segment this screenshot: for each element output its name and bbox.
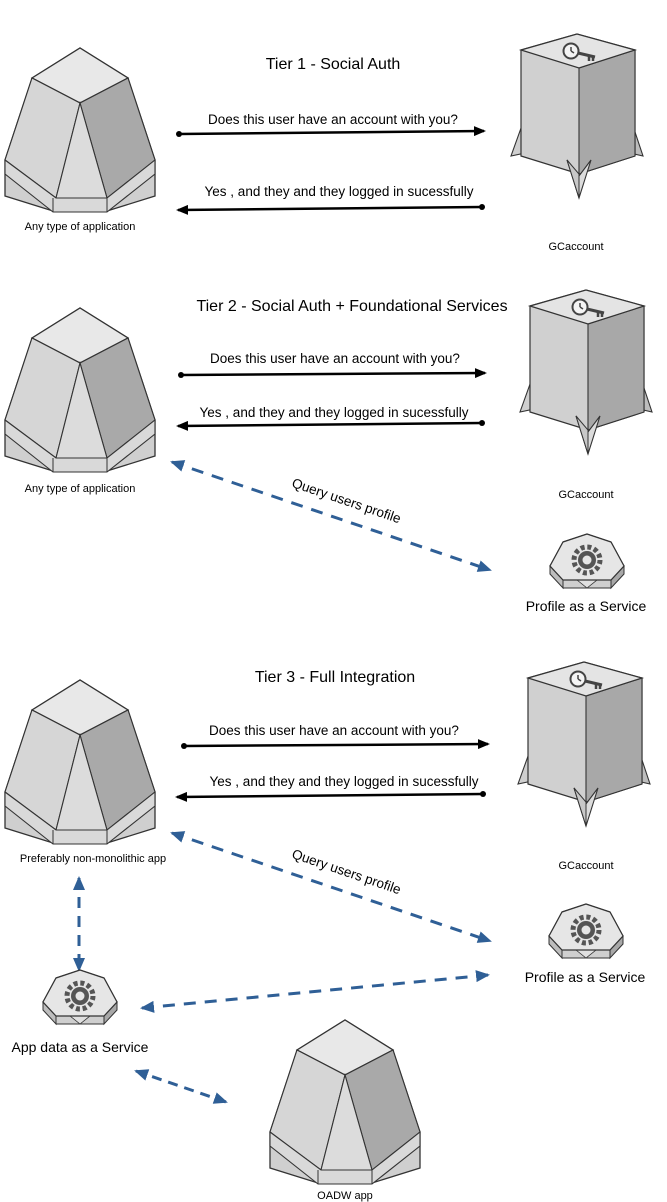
tier-3-request-arrow <box>183 739 490 750</box>
tier-1-request-arrow-start <box>176 131 182 137</box>
tier-3-gc-label: GCaccount <box>558 860 613 872</box>
tier-3-response-arrow <box>175 791 484 802</box>
tier-1: Tier 1 - Social Auth Any type of applica… <box>4 32 645 253</box>
tier-2-request-message: Does this user have an account with you? <box>210 351 460 366</box>
tier-1-response-arrow <box>176 204 483 215</box>
tier-2-gcaccount-icon <box>518 288 654 456</box>
tier-3-appdata-oadw-arrow <box>134 1069 228 1104</box>
tier-3-profile-service-icon <box>549 904 623 958</box>
tier-1-gc-label: GCaccount <box>548 241 603 253</box>
tier-3-query-label: Query users profile <box>290 846 403 897</box>
tier-1-response-arrow-start <box>479 204 485 210</box>
tier-3: Tier 3 - Full Integration Preferably non… <box>4 660 652 1202</box>
tier-2-profile-service-icon <box>550 534 624 588</box>
tier-3-query-arrow <box>170 831 492 943</box>
tier-3-title: Tier 3 - Full Integration <box>255 669 415 686</box>
tier-1-application-icon <box>4 47 156 213</box>
tier-1-gcaccount-icon <box>509 32 645 200</box>
tier-2-profile-label: Profile as a Service <box>526 598 647 614</box>
tier-3-oadw-application-icon <box>269 1019 421 1185</box>
tier-2-title: Tier 2 - Social Auth + Foundational Serv… <box>196 298 507 315</box>
tier-3-oadw-label: OADW app <box>317 1190 373 1202</box>
tier-2-query-label: Query users profile <box>290 475 403 526</box>
tier-2-query-arrow <box>170 460 492 572</box>
tier-3-profile-label: Profile as a Service <box>525 969 646 985</box>
tier-2: Tier 2 - Social Auth + Foundational Serv… <box>4 288 654 614</box>
tier-2-request-arrow <box>180 368 487 379</box>
tier-3-request-message: Does this user have an account with you? <box>209 723 459 738</box>
tier-2-application-icon <box>4 307 156 473</box>
tier-1-title: Tier 1 - Social Auth <box>266 56 401 73</box>
tier-3-response-arrow-start <box>480 791 486 797</box>
tier-3-appdata-label: App data as a Service <box>12 1039 149 1055</box>
tier-2-request-arrow-start <box>178 372 184 378</box>
tier-3-gcaccount-icon <box>516 660 652 828</box>
tier-3-app-data-service-icon <box>43 970 117 1024</box>
tier-3-app-label: Preferably non-monolithic app <box>20 853 166 865</box>
tier-1-response-message: Yes , and they and they logged in sucess… <box>205 184 474 199</box>
tier-2-gc-label: GCaccount <box>558 489 613 501</box>
tier-2-app-label: Any type of application <box>25 483 136 495</box>
tier-3-request-arrow-start <box>181 743 187 749</box>
tier-3-appdata-profile-arrow <box>140 970 490 1013</box>
tier-3-response-message: Yes , and they and they logged in sucess… <box>210 774 479 789</box>
tier-1-app-label: Any type of application <box>25 221 136 233</box>
tier-1-request-message: Does this user have an account with you? <box>208 112 458 127</box>
tier-2-response-message: Yes , and they and they logged in sucess… <box>200 405 469 420</box>
tier-3-application-icon <box>4 679 156 845</box>
tier-2-response-arrow <box>176 420 483 431</box>
tier-2-response-arrow-start <box>479 420 485 426</box>
tier-1-request-arrow <box>178 126 486 137</box>
